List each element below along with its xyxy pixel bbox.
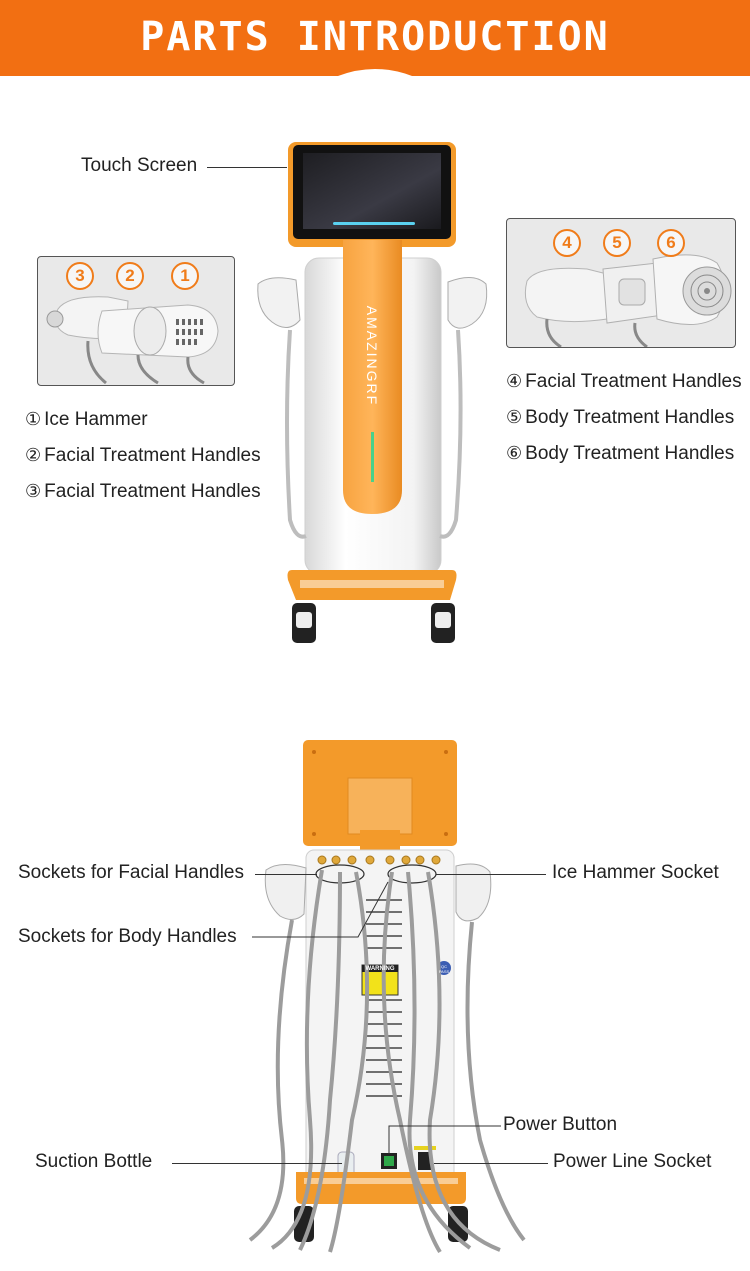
badge-2: 2 bbox=[116, 262, 144, 290]
power-button-leader bbox=[388, 1125, 501, 1154]
badge-1: 1 bbox=[171, 262, 199, 290]
badge-5: 5 bbox=[603, 229, 631, 257]
left-handles-inset: 3 2 1 bbox=[37, 256, 235, 386]
left-handles-illustration bbox=[46, 296, 219, 385]
power-button-label: Power Button bbox=[503, 1114, 618, 1135]
power-line-socket-label: Power Line Socket bbox=[553, 1151, 712, 1172]
suction-bottle-label: Suction Bottle bbox=[35, 1151, 153, 1172]
badge-6: 6 bbox=[657, 229, 685, 257]
page-title: PARTS INTRODUCTION bbox=[140, 14, 610, 60]
ice-hammer-socket-label: Ice Hammer Socket bbox=[552, 862, 719, 883]
sockets-facial-leader bbox=[255, 874, 317, 875]
right-handles-inset: 4 5 6 bbox=[506, 218, 736, 348]
warning-label: WARNING bbox=[365, 966, 395, 972]
header-banner: PARTS INTRODUCTION bbox=[0, 0, 750, 90]
banner-shape bbox=[0, 0, 750, 76]
badge-3: 3 bbox=[66, 262, 94, 290]
badge-4: 4 bbox=[553, 229, 581, 257]
right-handles-illustration bbox=[524, 254, 732, 347]
sockets-body-leader bbox=[252, 881, 389, 938]
sockets-facial-label: Sockets for Facial Handles bbox=[18, 862, 244, 883]
touch-screen-label: Touch Screen bbox=[81, 155, 198, 176]
touch-screen-leader bbox=[207, 167, 287, 168]
suction-bottle-leader bbox=[172, 1163, 342, 1164]
brand-text: AMAZINGRF bbox=[364, 305, 380, 407]
sockets-body-label: Sockets for Body Handles bbox=[18, 926, 237, 947]
back-machine-illustration bbox=[248, 740, 526, 1254]
front-machine-illustration bbox=[257, 142, 488, 643]
qc-sticker: QC PASS bbox=[438, 964, 450, 974]
ice-hammer-socket-leader bbox=[436, 874, 546, 875]
power-line-socket-leader bbox=[434, 1163, 548, 1164]
